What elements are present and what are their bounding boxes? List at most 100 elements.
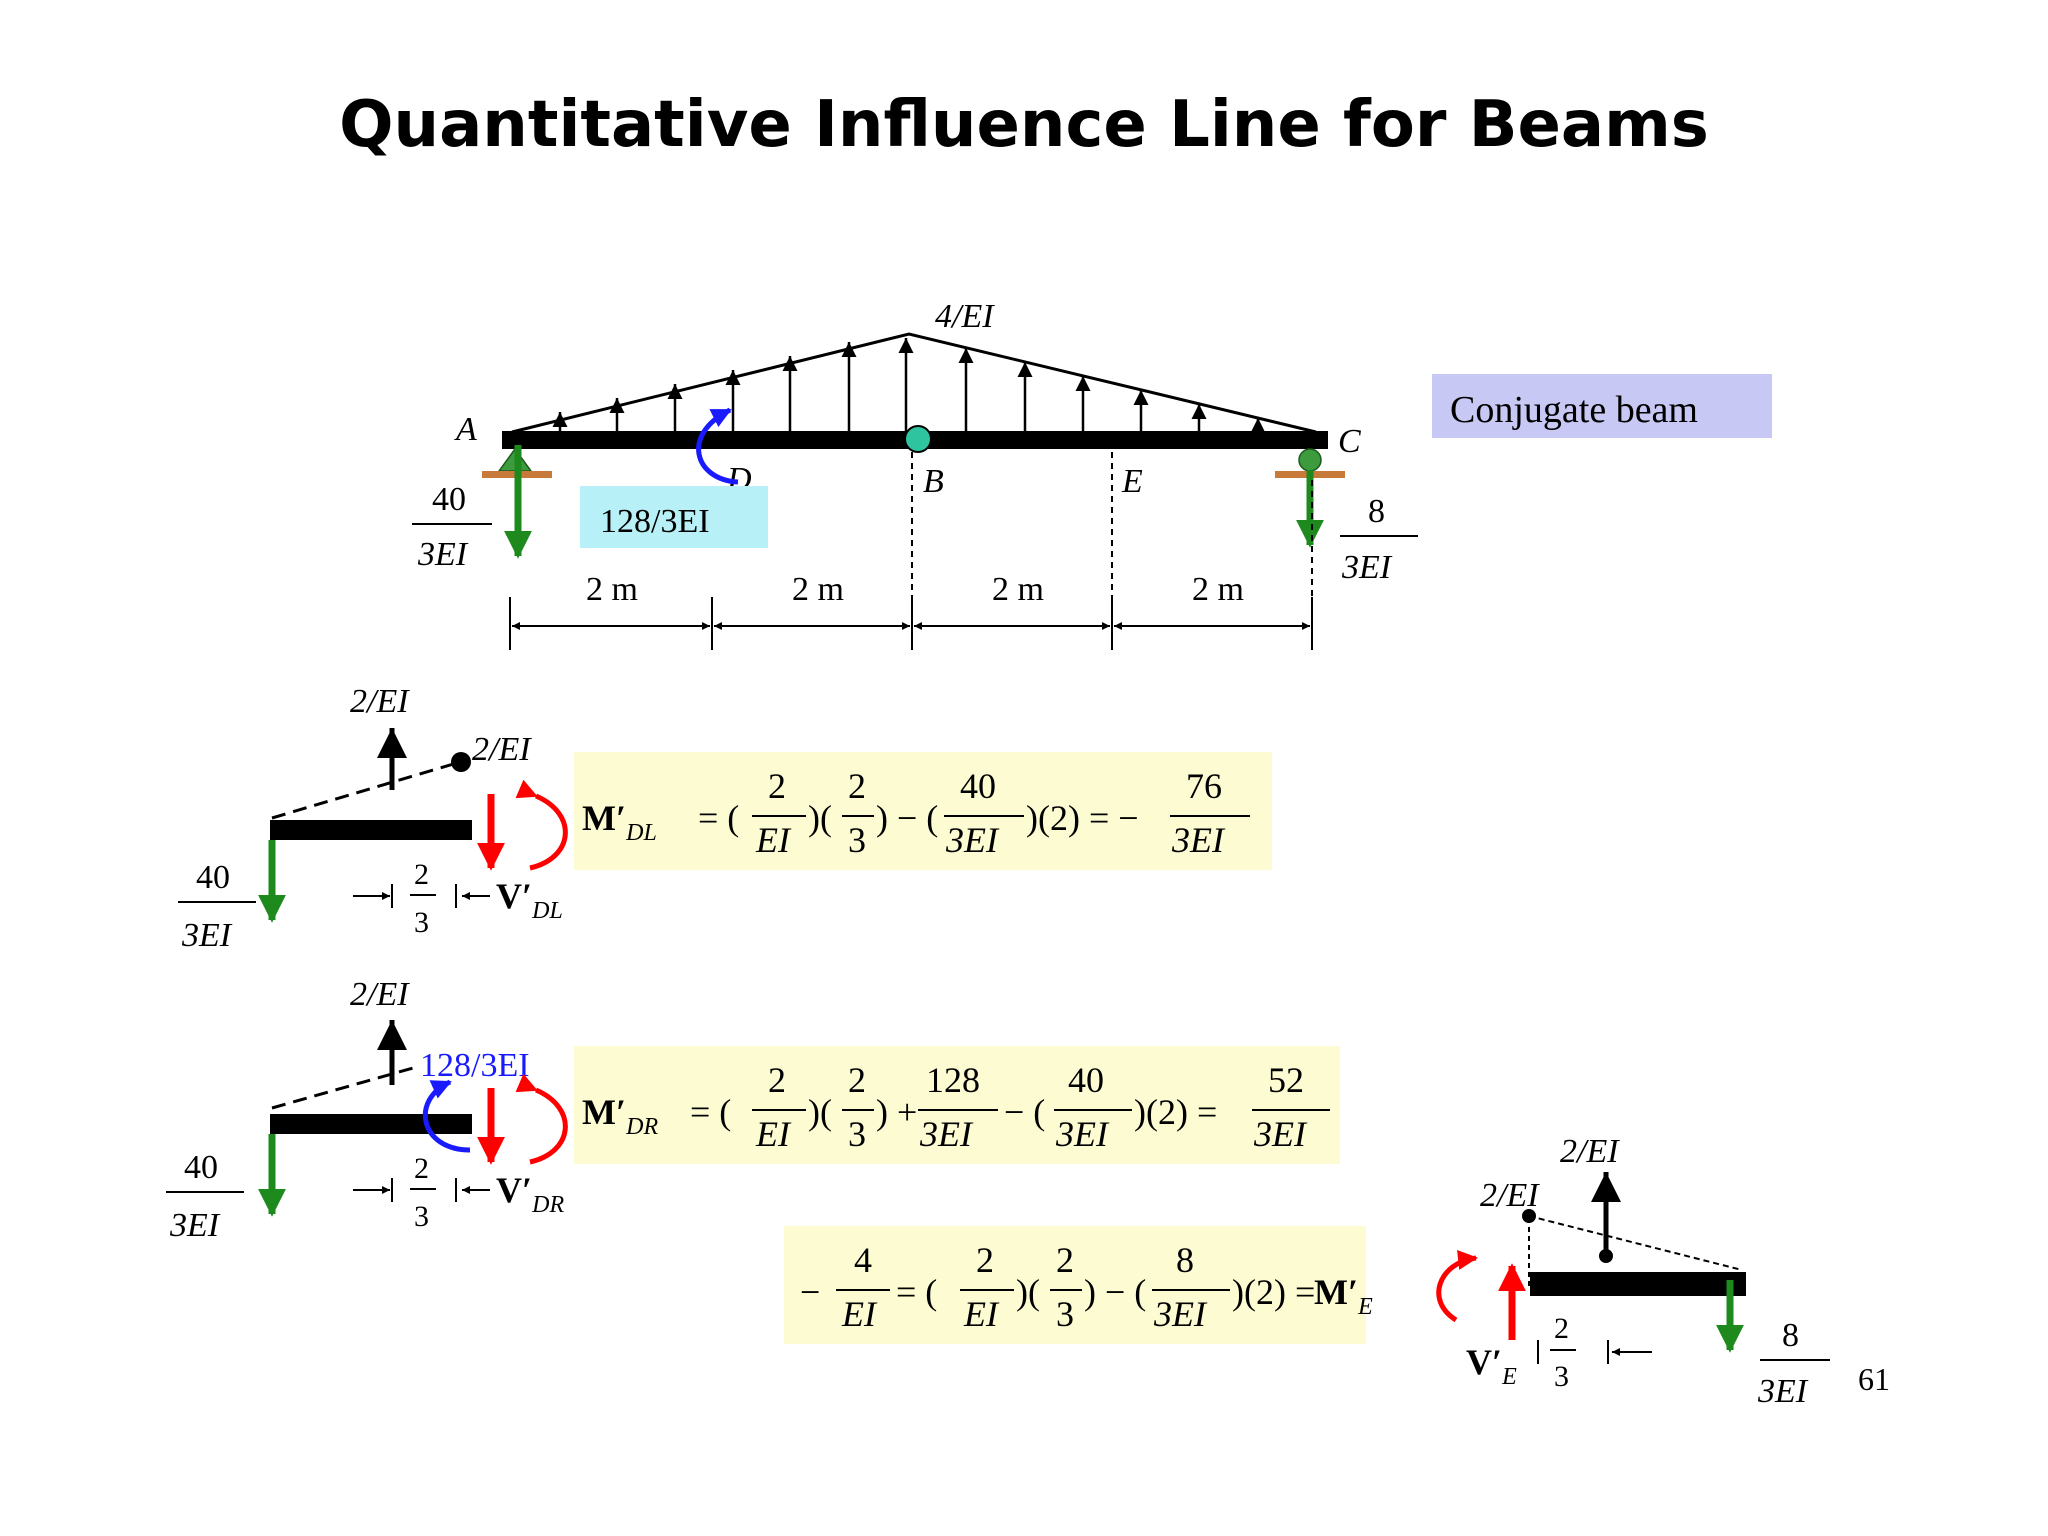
eq-DL-minus: ) − ( bbox=[876, 798, 938, 838]
fbd-DL-end-load-label: 2/EI bbox=[472, 731, 532, 768]
equation-DL-lhs: M′DL bbox=[582, 798, 657, 846]
page-number: 61 bbox=[1858, 1361, 1890, 1397]
fbd-DR: 2/EI 128/3EI 40 3EI 2 3 V′DR bbox=[166, 976, 568, 1244]
eq-E-t2-num: 2 bbox=[1056, 1240, 1074, 1280]
equation-DR-eq: = ( bbox=[690, 1092, 731, 1132]
eq-DL-tail: )(2) = − bbox=[1026, 798, 1139, 838]
span-2-label: 2 m bbox=[792, 571, 844, 608]
fbd-DL-beam bbox=[270, 820, 472, 840]
fbd-E-load-line bbox=[1528, 1215, 1743, 1271]
eq-DR-t4-den: 3EI bbox=[1055, 1114, 1110, 1154]
fbd-DR-dist-num: 2 bbox=[414, 1152, 429, 1185]
moment-label-D: 128/3EI bbox=[600, 503, 710, 540]
eq-DR-t3-num: 128 bbox=[926, 1060, 980, 1100]
fbd-DL-moment-arrow bbox=[515, 779, 568, 871]
eq-DR-t1-num: 2 bbox=[768, 1060, 786, 1100]
fbd-DL-reaction-den: 3EI bbox=[181, 917, 233, 954]
eq-DL-t1-den: EI bbox=[755, 820, 792, 860]
eq-E-t3-den: 3EI bbox=[1153, 1294, 1208, 1334]
fbd-DR-load-line bbox=[271, 1064, 421, 1110]
eq-DR-result-den: 3EI bbox=[1253, 1114, 1308, 1154]
peak-load-label: 4/EI bbox=[935, 298, 995, 335]
fbd-E-moment-arrow bbox=[1436, 1250, 1478, 1323]
eq-E-tail: )(2) = bbox=[1232, 1272, 1315, 1312]
eq-E-eq: = ( bbox=[896, 1272, 937, 1312]
load-arrows bbox=[552, 338, 1266, 433]
fbd-DR-shear-label: V′DR bbox=[496, 1170, 564, 1218]
fbd-DR-moment-label: 128/3EI bbox=[420, 1047, 530, 1084]
eq-DL-paren1: )( bbox=[808, 798, 832, 838]
fbd-DL-dist-den: 3 bbox=[414, 906, 429, 939]
eq-DR-t3-den: 3EI bbox=[919, 1114, 974, 1154]
fbd-DR-load-label: 2/EI bbox=[350, 976, 410, 1013]
fbd-E-dist-den: 3 bbox=[1554, 1360, 1569, 1393]
reaction-C-den: 3EI bbox=[1341, 549, 1393, 586]
eq-DR-result-num: 52 bbox=[1268, 1060, 1304, 1100]
fbd-E-dist-num: 2 bbox=[1554, 1312, 1569, 1345]
fbd-DL-load-label: 2/EI bbox=[350, 683, 410, 720]
eq-DL-t1-num: 2 bbox=[768, 766, 786, 806]
fbd-DR-reaction-num: 40 bbox=[184, 1149, 218, 1186]
label-E: E bbox=[1121, 463, 1143, 500]
eq-DR-t2-den: 3 bbox=[848, 1114, 866, 1154]
conjugate-beam: 4/EI A C D B E 128/3EI bbox=[412, 298, 1772, 650]
fbd-E-reaction-den: 3EI bbox=[1757, 1373, 1809, 1410]
fbd-E-load-point bbox=[1599, 1249, 1613, 1263]
eq-E-t2-den: 3 bbox=[1056, 1294, 1074, 1334]
eq-DL-t3-den: 3EI bbox=[945, 820, 1000, 860]
eq-DL-t3-num: 40 bbox=[960, 766, 996, 806]
fbd-DL-load-end bbox=[451, 752, 471, 772]
eq-DR-plus: ) + bbox=[876, 1092, 917, 1132]
eq-E-minus: ) − ( bbox=[1084, 1272, 1146, 1312]
equation-DR: M′DR = ( 2 EI )( 2 3 ) + 128 3EI − ( 40 … bbox=[574, 1046, 1340, 1164]
eq-DL-result-den: 3EI bbox=[1171, 820, 1226, 860]
hinge-B bbox=[904, 425, 932, 453]
equation-DR-lhs: M′DR bbox=[582, 1092, 658, 1140]
fbd-DL-dist-num: 2 bbox=[414, 858, 429, 891]
fbd-DL-shear-label: V′DL bbox=[496, 876, 563, 924]
label-A: A bbox=[454, 411, 477, 448]
equation-DL-eq: = ( bbox=[698, 798, 739, 838]
equation-E-box bbox=[784, 1226, 1366, 1344]
eq-E-lhs-den: EI bbox=[841, 1294, 878, 1334]
dimension-line bbox=[509, 597, 1313, 650]
eq-E-t1-den: EI bbox=[963, 1294, 1000, 1334]
fbd-E-shear-label: V′E bbox=[1466, 1342, 1517, 1390]
eq-DR-tail: )(2) = bbox=[1134, 1092, 1217, 1132]
eq-E-neg: − bbox=[800, 1272, 820, 1312]
equation-DL-box bbox=[574, 752, 1272, 870]
fbd-DR-applied-moment bbox=[422, 1079, 471, 1153]
eq-DL-result-num: 76 bbox=[1186, 766, 1222, 806]
fbd-DR-reaction-den: 3EI bbox=[169, 1207, 221, 1244]
fbd-DR-moment-arrow bbox=[515, 1073, 568, 1165]
fbd-E-beam bbox=[1530, 1272, 1746, 1296]
eq-E-t1-num: 2 bbox=[976, 1240, 994, 1280]
span-4-label: 2 m bbox=[1192, 571, 1244, 608]
fbd-DL: 2/EI 2/EI 40 3EI 2 3 V′DL bbox=[178, 683, 568, 954]
equation-E: − 4 EI = ( 2 EI )( 2 3 ) − ( 8 3EI )(2) … bbox=[784, 1226, 1373, 1344]
caption-box bbox=[1432, 374, 1772, 438]
eq-DR-t4-num: 40 bbox=[1068, 1060, 1104, 1100]
fbd-DL-load-line bbox=[271, 760, 461, 820]
load-triangle bbox=[511, 332, 1317, 434]
fbd-E-load-top-label: 2/EI bbox=[1560, 1133, 1620, 1170]
equation-DL: M′DL = ( 2 EI )( 2 3 ) − ( 40 3EI )(2) =… bbox=[574, 752, 1272, 870]
eq-DR-t1-den: EI bbox=[755, 1114, 792, 1154]
reaction-A-den: 3EI bbox=[417, 536, 469, 573]
caption-conjugate-beam: Conjugate beam bbox=[1450, 389, 1698, 431]
eq-DL-t2-den: 3 bbox=[848, 820, 866, 860]
fbd-E: 2/EI 2/EI 8 3EI 61 V′E 2 3 bbox=[1436, 1133, 1890, 1410]
label-B: B bbox=[923, 463, 944, 500]
span-3-label: 2 m bbox=[992, 571, 1044, 608]
reaction-A-num: 40 bbox=[432, 481, 466, 518]
eq-DR-minus: − ( bbox=[1004, 1092, 1045, 1132]
eq-E-paren1: )( bbox=[1016, 1272, 1040, 1312]
eq-DR-t2-num: 2 bbox=[848, 1060, 866, 1100]
moment-label-box bbox=[580, 486, 768, 548]
fbd-DR-dist-den: 3 bbox=[414, 1200, 429, 1233]
label-C: C bbox=[1338, 423, 1361, 460]
reaction-C-num: 8 bbox=[1368, 493, 1385, 530]
eq-E-t3-num: 8 bbox=[1176, 1240, 1194, 1280]
slide-title: Quantitative Influence Line for Beams bbox=[339, 88, 1709, 162]
